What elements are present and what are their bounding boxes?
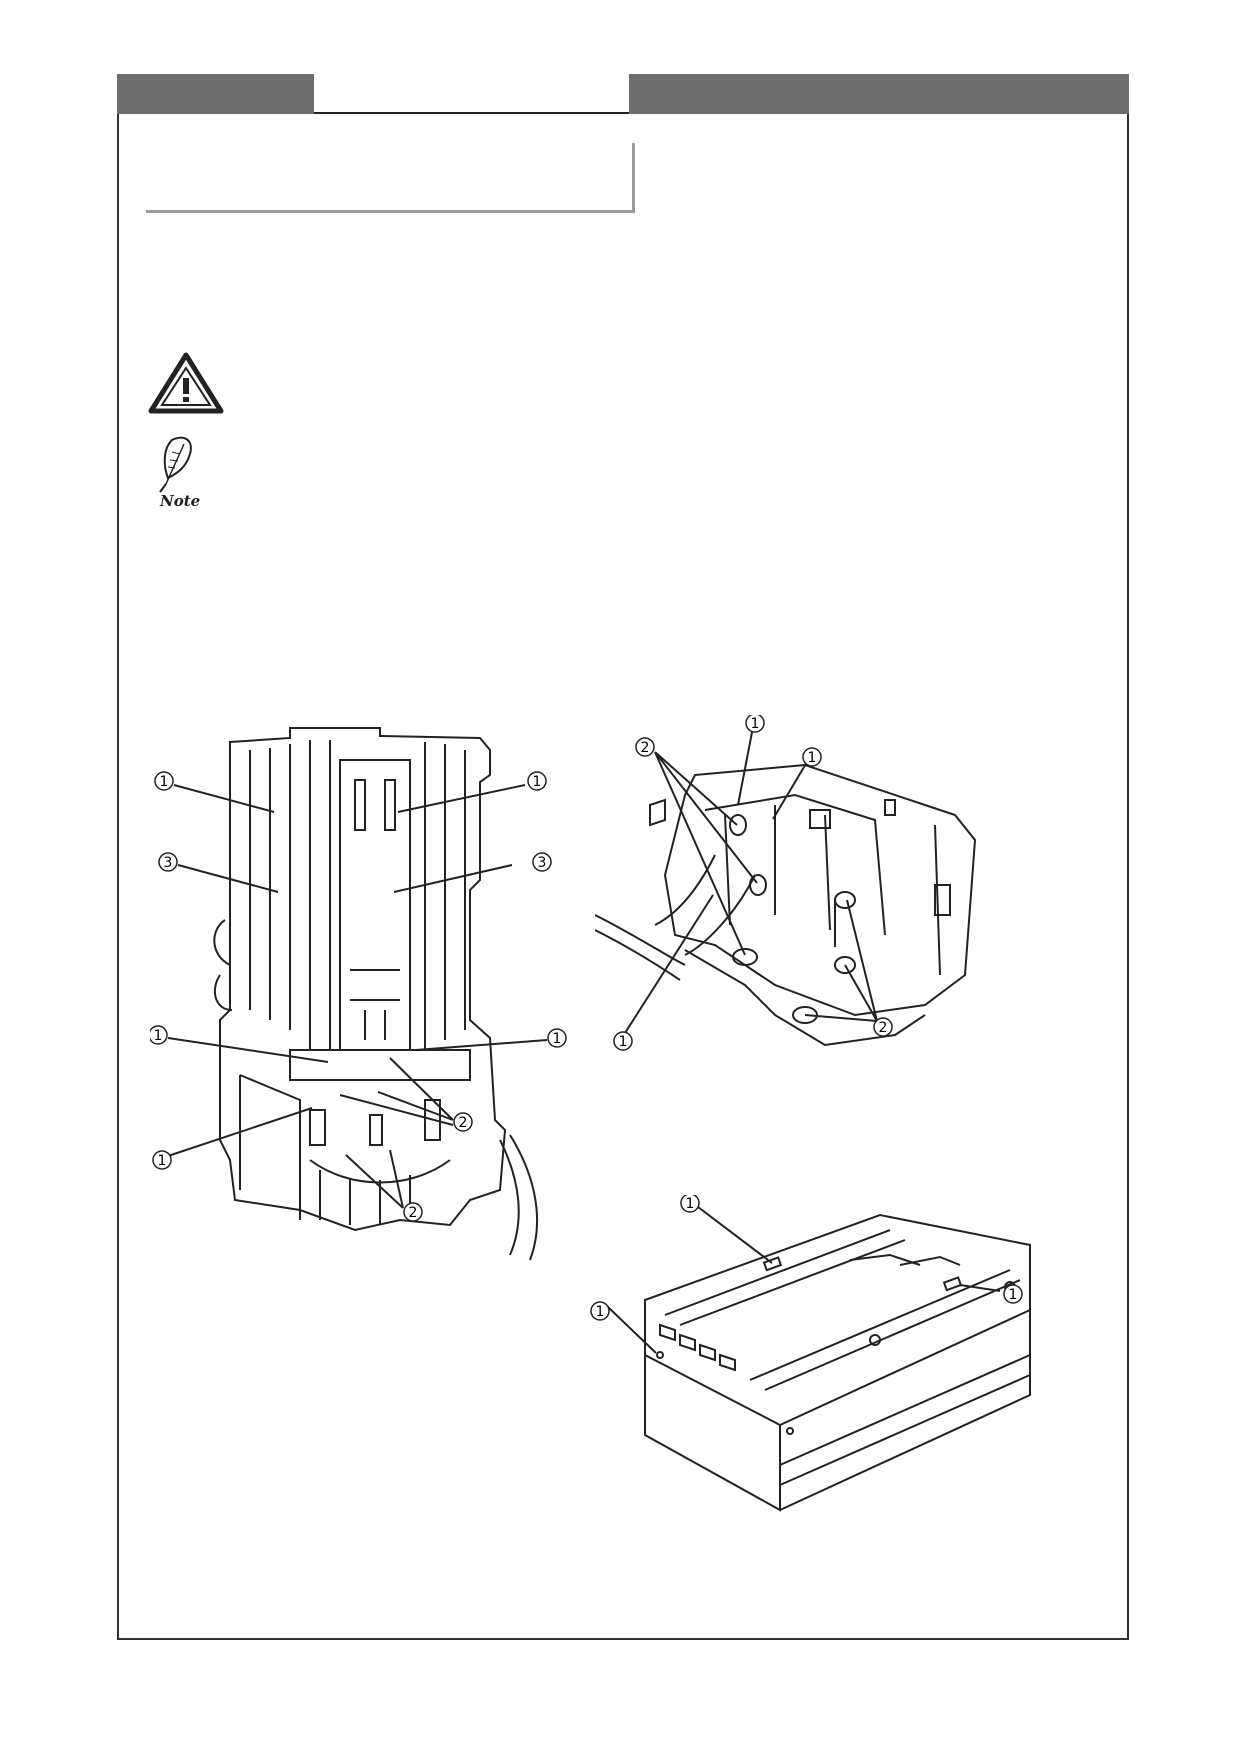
top-unit-callouts: 1 1 2 1 2 — [613, 715, 893, 1051]
svg-text:1: 1 — [686, 1196, 695, 1212]
page-frame — [117, 114, 1129, 1640]
note-feather-icon: Note — [150, 434, 212, 515]
drawer-unit-callouts: 1 1 1 — [590, 1195, 1023, 1321]
note-label: Note — [159, 492, 200, 510]
top-unit-drawing: 1 1 2 1 2 — [595, 715, 977, 1051]
svg-text:1: 1 — [596, 1304, 605, 1320]
svg-text:1: 1 — [619, 1034, 628, 1050]
svg-text:1: 1 — [533, 774, 542, 790]
svg-text:1: 1 — [751, 716, 760, 732]
svg-text:2: 2 — [879, 1020, 888, 1036]
svg-text:1: 1 — [154, 1028, 163, 1044]
svg-text:1: 1 — [160, 774, 169, 790]
svg-text:1: 1 — [1009, 1287, 1018, 1303]
svg-text:1: 1 — [553, 1031, 562, 1047]
header-bar-right — [629, 74, 1129, 114]
svg-text:3: 3 — [538, 855, 547, 871]
svg-text:3: 3 — [164, 855, 173, 871]
svg-text:2: 2 — [409, 1205, 418, 1221]
figure-top-unit: 1 1 2 1 2 — [595, 715, 1075, 1105]
svg-text:2: 2 — [459, 1115, 468, 1131]
section-title-box — [146, 143, 635, 213]
drawer-unit-drawing: 1 1 1 — [590, 1195, 1031, 1512]
figure-drawer-unit: 1 1 1 — [590, 1195, 1090, 1545]
figure-vertical-unit: 1 1 3 3 1 1 1 2 2 — [150, 720, 590, 1360]
warning-triangle-icon — [148, 352, 224, 419]
header-bar-left — [117, 74, 314, 114]
vertical-unit-callouts: 1 1 3 3 1 1 1 2 2 — [150, 771, 567, 1222]
vertical-unit-drawing: 1 1 3 3 1 1 1 2 2 — [150, 727, 567, 1261]
svg-text:2: 2 — [641, 740, 650, 756]
header-tab — [314, 74, 629, 114]
svg-text:1: 1 — [158, 1153, 167, 1169]
svg-text:1: 1 — [808, 750, 817, 766]
